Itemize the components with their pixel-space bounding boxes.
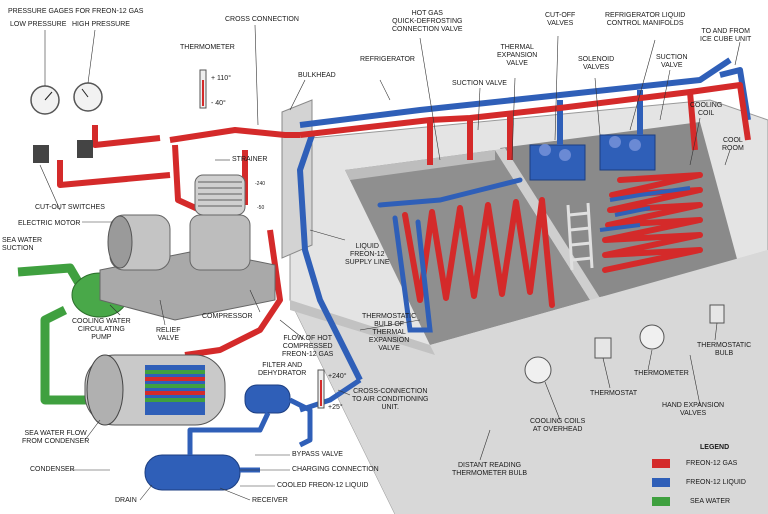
label-electric-motor: ELECTRIC MOTOR xyxy=(18,220,81,227)
refrigerator-coil-gas xyxy=(402,197,555,308)
thermometer-lower xyxy=(317,369,325,409)
label-temp-240: +240° xyxy=(328,373,347,380)
legend-swatch-sea-water xyxy=(652,497,670,506)
filter-dehydrator xyxy=(244,384,291,414)
label-cut-out-switches: CUT-OUT SWITCHES xyxy=(35,204,105,211)
label-cool-room: COOL ROOM xyxy=(722,137,744,152)
label-flow-hot-gas: FLOW OF HOT COMPRESSED FREON-12 GAS xyxy=(282,335,334,358)
label-temp-40: - 40° xyxy=(211,100,226,107)
label-cross-connection: CROSS CONNECTION xyxy=(225,16,299,23)
label-thermostatic-bulb-mid: THERMOSTATIC BULB OF THERMAL EXPANSION V… xyxy=(362,313,417,352)
label-relief-valve: RELIEF VALVE xyxy=(156,327,181,342)
label-thermostat: THERMOSTAT xyxy=(590,390,638,397)
label-thermostatic-bulb-right: THERMOSTATIC BULB xyxy=(697,342,752,357)
thermostat-box xyxy=(594,337,612,359)
thermometer-top xyxy=(199,69,207,109)
refrigerator-coil-liquid xyxy=(377,177,523,333)
label-low-pressure: LOW PRESSURE xyxy=(10,21,67,28)
label-gauge-50: -50 xyxy=(257,205,265,211)
label-solenoid-valves: SOLENOID VALVES xyxy=(578,56,615,71)
label-liquid-control-manifolds: REFRIGERATOR LIQUID CONTROL MANIFOLDS xyxy=(605,12,686,27)
label-temp-25: +25° xyxy=(328,404,343,411)
label-cross-conn-air: CROSS-CONNECTION TO AIR CONDITIONING UNI… xyxy=(352,388,429,411)
ladder xyxy=(566,202,594,271)
label-cooling-water-pump: COOLING WATER CIRCULATING PUMP xyxy=(72,318,131,341)
label-suction-valve-right: SUCTION VALVE xyxy=(656,54,688,69)
label-sea-water-flow: SEA WATER FLOW FROM CONDENSER xyxy=(22,430,90,445)
label-cooling-coil: COOLING COIL xyxy=(690,102,723,117)
room-thermometer-dial xyxy=(639,324,665,350)
label-thermal-expansion-valve: THERMAL EXPANSION VALVE xyxy=(497,44,538,67)
legend-item-sea-water: SEA WATER xyxy=(690,498,731,505)
control-manifolds xyxy=(529,134,656,181)
label-thermometer-top: THERMOMETER xyxy=(180,44,235,51)
condenser-unit xyxy=(84,354,226,426)
label-bulkhead: BULKHEAD xyxy=(298,72,336,79)
label-condenser: CONDENSER xyxy=(30,466,75,473)
label-suction-valve-mid: SUCTION VALVE xyxy=(452,80,507,87)
label-ice-cube-unit: TO AND FROM ICE CUBE UNIT xyxy=(700,28,752,43)
divider-wall xyxy=(495,148,600,300)
legend-item-liquid: FREON-12 LIQUID xyxy=(686,479,746,486)
distant-reading-dial xyxy=(524,356,552,384)
cool-room-coil-liquid xyxy=(599,186,691,232)
label-cooling-coils-overhead: COOLING COILS AT OVERHEAD xyxy=(530,418,586,433)
compressor-motor-assembly xyxy=(99,174,276,321)
label-strainer: STRAINER xyxy=(232,156,268,163)
legend-title: LEGEND xyxy=(700,444,730,451)
freon-gas-main xyxy=(299,82,751,165)
label-hand-expansion-valves: HAND EXPANSION VALVES xyxy=(662,402,725,417)
receiver-tank xyxy=(144,454,241,491)
label-liquid-supply-line: LIQUID FREON-12 SUPPLY LINE xyxy=(345,243,390,266)
label-gauge-240: -240 xyxy=(255,181,266,187)
legend-item-gas: FREON-12 GAS xyxy=(686,460,738,467)
label-refrigerator: REFRIGERATOR xyxy=(360,56,415,63)
legend-swatch-gas xyxy=(652,459,670,468)
label-filter-dehydrator: FILTER AND DEHYDRATOR xyxy=(258,362,307,377)
label-pressure-gages: PRESSURE GAGES FOR FREON-12 GAS xyxy=(8,8,144,15)
label-bypass-valve: BYPASS VALVE xyxy=(292,451,343,458)
legend-swatch-liquid xyxy=(652,478,670,487)
sea-water-lines xyxy=(17,263,90,405)
leader-lines xyxy=(39,24,741,501)
thermostatic-bulb-box xyxy=(709,304,725,324)
label-thermometer-room: THERMOMETER xyxy=(634,370,689,377)
label-receiver: RECEIVER xyxy=(252,497,288,504)
label-hot-gas-valve: HOT GAS QUICK-DEFROSTING CONNECTION VALV… xyxy=(392,10,463,33)
label-compressor: COMPRESSOR xyxy=(202,313,253,320)
refrigerator-back-wall xyxy=(345,150,495,180)
label-high-pressure: HIGH PRESSURE xyxy=(72,21,130,28)
label-cooled-liquid: COOLED FREON-12 LIQUID xyxy=(277,482,369,489)
label-temp-110: + 110° xyxy=(211,75,231,82)
label-distant-reading: DISTANT READING THERMOMETER BULB xyxy=(452,462,528,477)
label-cut-off-valves: CUT-OFF VALVES xyxy=(545,12,576,27)
room-front-face xyxy=(290,250,768,514)
pressure-gauges xyxy=(30,82,103,163)
label-sea-water-suction: SEA WATER SUCTION xyxy=(2,237,43,252)
label-drain: DRAIN xyxy=(115,497,137,504)
label-charging-connection: CHARGING CONNECTION xyxy=(292,466,379,473)
